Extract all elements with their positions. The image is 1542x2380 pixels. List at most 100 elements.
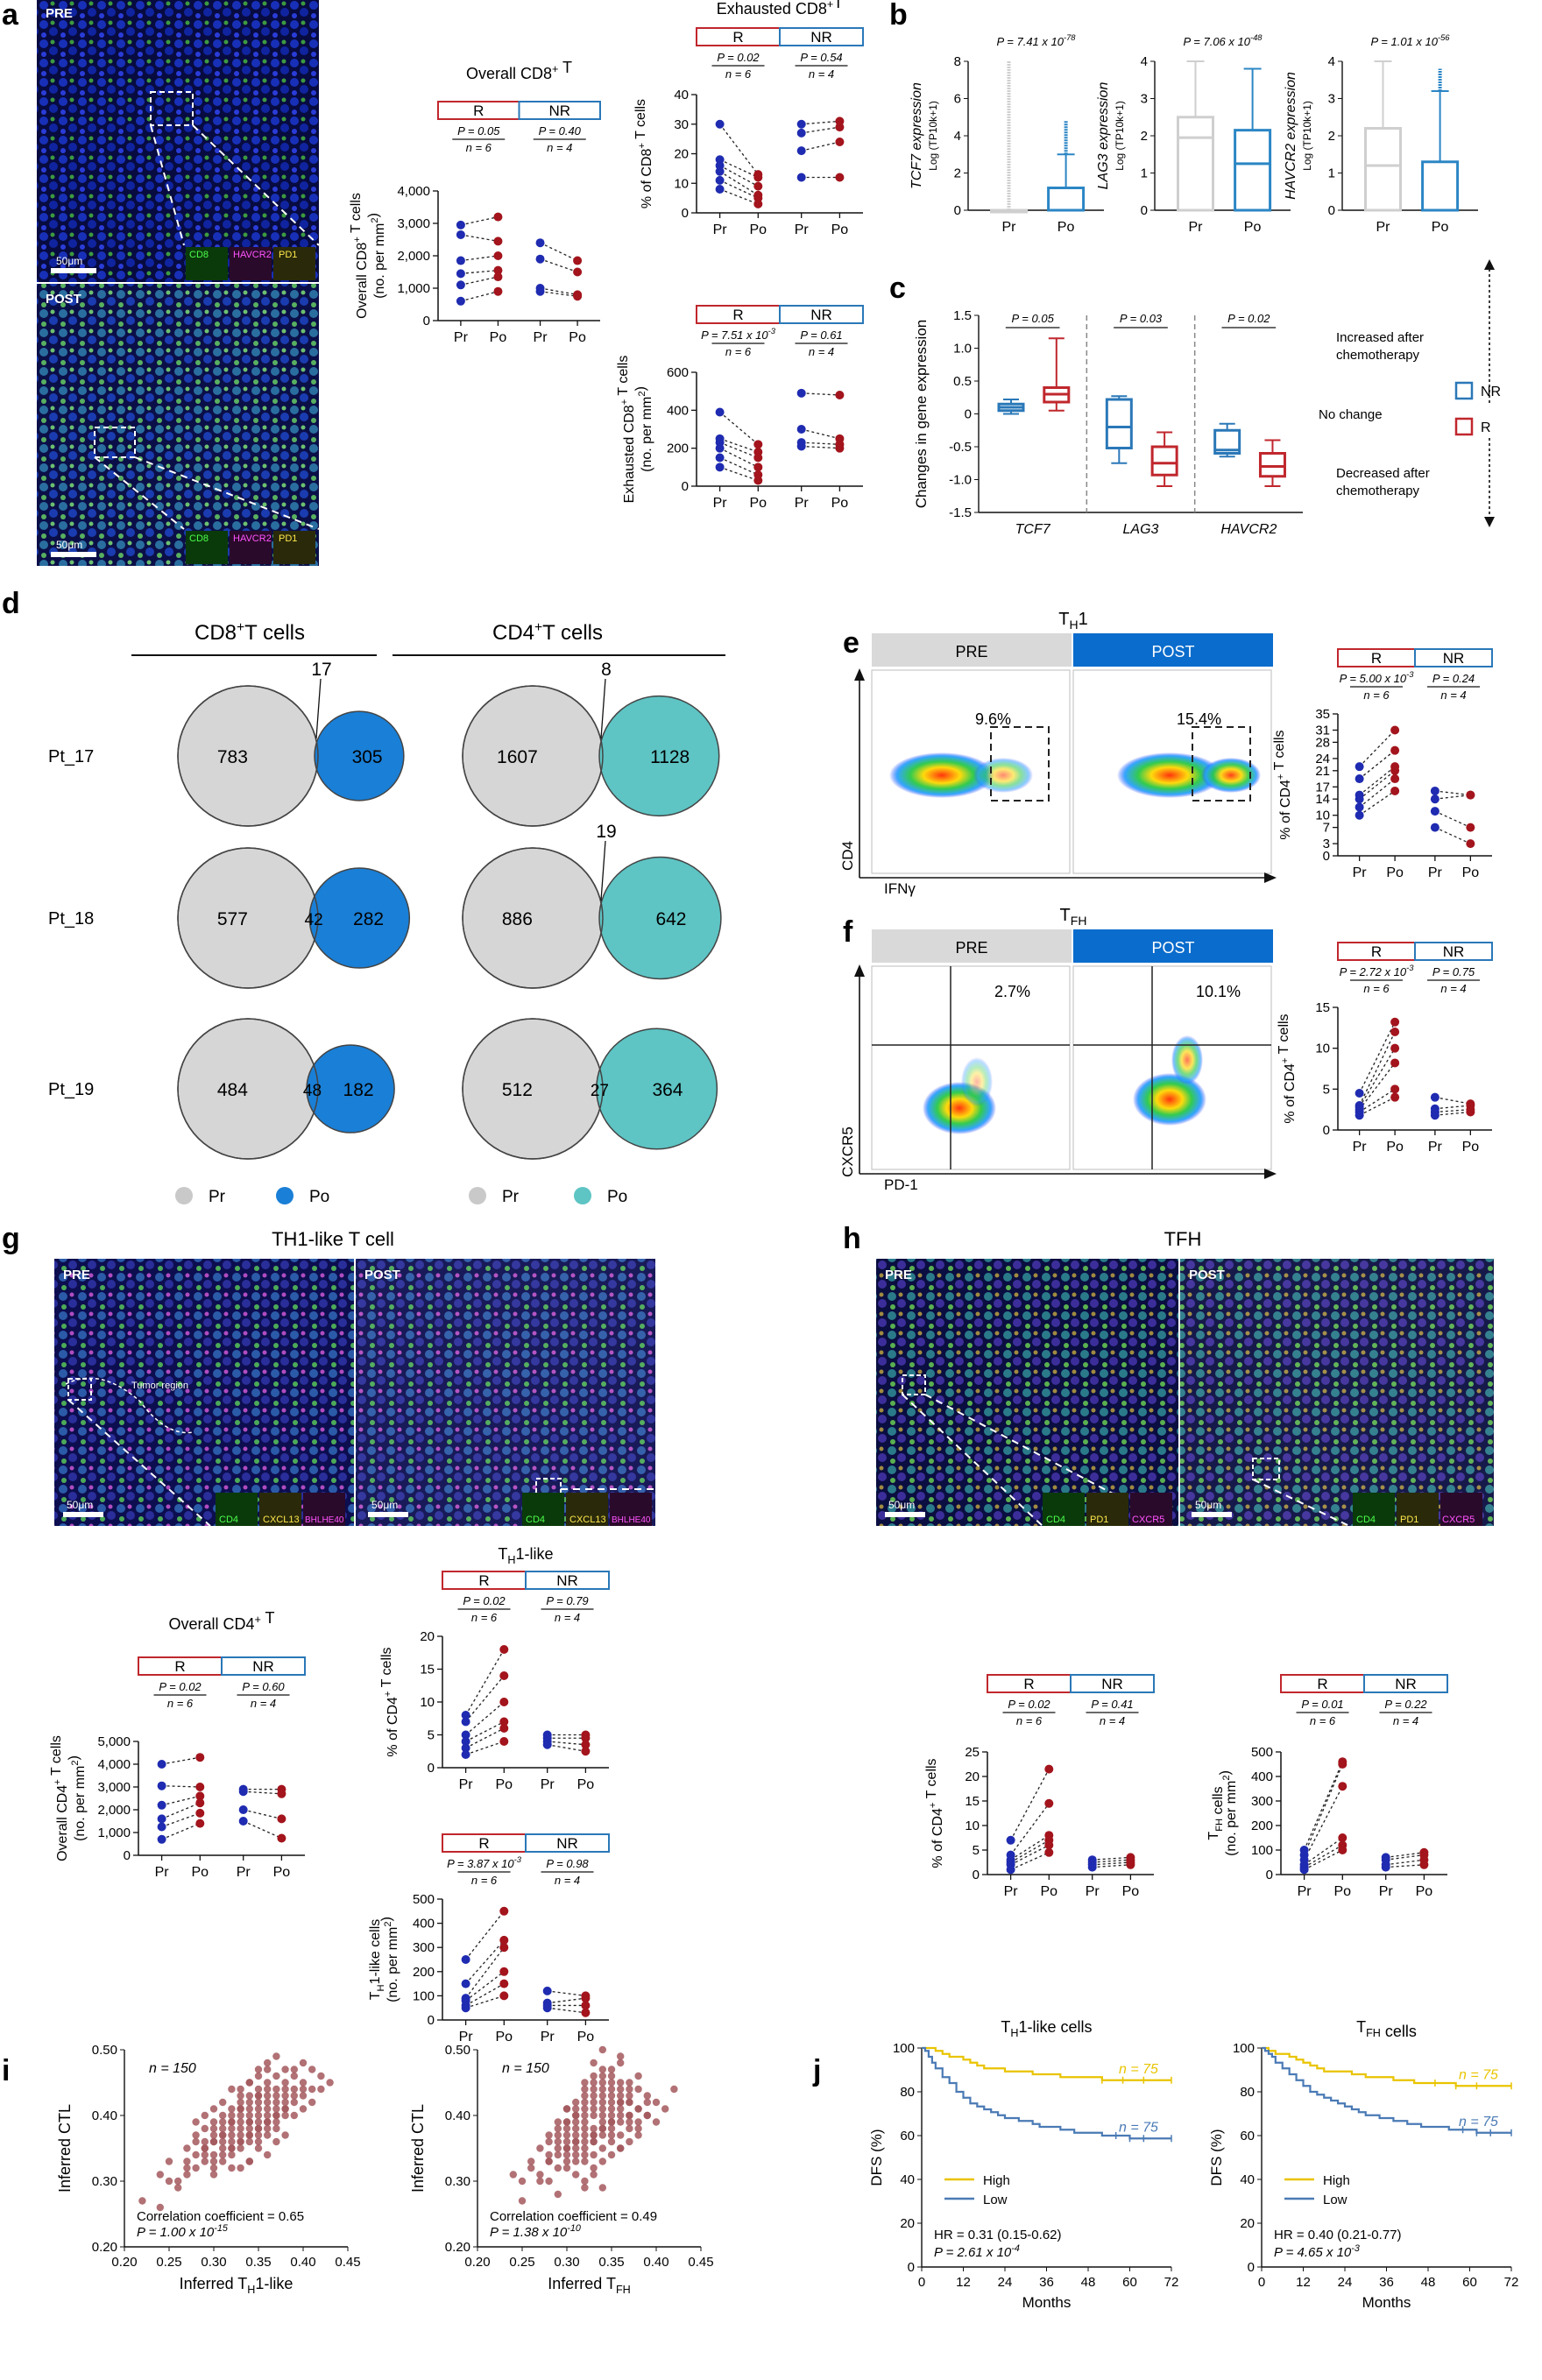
i-point bbox=[228, 2105, 236, 2113]
i-point bbox=[228, 2144, 236, 2152]
i-point bbox=[554, 2124, 562, 2133]
i-point bbox=[607, 2150, 616, 2159]
micrograph-g: TH1-like T cell PRE POST Tumor region CD… bbox=[54, 1228, 655, 1527]
micro-g-pre: PRE bbox=[63, 1268, 90, 1282]
y-tick-label: 7 bbox=[1323, 821, 1330, 836]
dot-pr bbox=[715, 443, 725, 453]
j-p-value: P = 2.61 x 10-4 bbox=[934, 2243, 1020, 2260]
y-tick-label: 0 bbox=[124, 1848, 131, 1863]
i-point bbox=[192, 2118, 200, 2126]
group-box-nr bbox=[221, 1656, 306, 1676]
x-tick-label: Po bbox=[1386, 1140, 1404, 1155]
dot-po bbox=[499, 1717, 509, 1727]
i-point bbox=[562, 2105, 571, 2113]
pair-line bbox=[1010, 1840, 1050, 1863]
i-point bbox=[572, 2098, 580, 2107]
x-tick-label: Pr bbox=[1379, 1884, 1394, 1899]
i-point bbox=[272, 2111, 280, 2120]
i-point bbox=[308, 2066, 316, 2073]
flow-x-arrow-head bbox=[1264, 1169, 1277, 1179]
stat-p-0: P = 0.02 bbox=[159, 1680, 202, 1693]
i-point bbox=[572, 2118, 580, 2126]
dot-po bbox=[581, 1747, 591, 1756]
j-x-tick-label: 60 bbox=[1462, 2275, 1477, 2290]
pair-line bbox=[1010, 1844, 1050, 1866]
i-point bbox=[590, 2137, 598, 2146]
y-tick-label: 0 bbox=[973, 1868, 980, 1882]
group-label-r: R bbox=[478, 1572, 489, 1589]
dot-po bbox=[581, 1740, 591, 1749]
dot-po bbox=[753, 173, 763, 182]
pair-line bbox=[161, 1802, 201, 1819]
i-point bbox=[554, 2164, 562, 2172]
y-axis-label: (no. per mm2) bbox=[379, 1917, 400, 2002]
j-y-tick-label: 80 bbox=[900, 2085, 915, 2100]
group-label-r: R bbox=[1371, 943, 1382, 960]
i-point bbox=[183, 2158, 191, 2165]
group-box-nr bbox=[1070, 1674, 1155, 1693]
dot-po bbox=[499, 1698, 509, 1706]
b-x-label: Po bbox=[1244, 220, 1262, 235]
i-point bbox=[617, 2144, 625, 2152]
y-tick-label: 2,000 bbox=[97, 1803, 131, 1818]
c-box bbox=[1258, 452, 1286, 478]
i-point bbox=[590, 2171, 598, 2179]
pair-line bbox=[801, 120, 840, 125]
pair-line bbox=[243, 1790, 282, 1795]
i-point bbox=[634, 2118, 642, 2126]
x-tick-label: Po bbox=[1386, 865, 1404, 880]
i-y-tick-label: 0.20 bbox=[445, 2240, 470, 2255]
flow-y-label: CD4 bbox=[839, 841, 856, 871]
i-point bbox=[183, 2144, 191, 2152]
i-point bbox=[201, 2158, 209, 2165]
y-tick-label: 0 bbox=[428, 2013, 435, 2028]
i-point bbox=[607, 2124, 616, 2133]
i-point bbox=[617, 2092, 625, 2100]
i-point bbox=[183, 2171, 191, 2179]
dot-po bbox=[277, 1789, 286, 1798]
x-tick-label: Po bbox=[496, 2030, 513, 2045]
pair-line bbox=[460, 291, 499, 302]
j-x-tick-label: 48 bbox=[1081, 2275, 1096, 2290]
i-point bbox=[299, 2085, 308, 2094]
i-point bbox=[264, 2118, 272, 2126]
group-box-nr bbox=[1363, 1674, 1448, 1693]
d-legend-swatch bbox=[469, 1187, 486, 1204]
stat-p-1: P = 0.79 bbox=[546, 1594, 588, 1607]
y-tick-label: 40 bbox=[674, 88, 689, 102]
pair-line bbox=[1434, 810, 1471, 829]
i-point bbox=[308, 2085, 316, 2094]
pair-line bbox=[1385, 1864, 1425, 1868]
chart-title: Overall CD8+ T bbox=[466, 59, 572, 82]
i-point bbox=[272, 2105, 280, 2113]
b-y-tick-label: 8 bbox=[954, 54, 961, 69]
micro-g-post: POST bbox=[364, 1268, 400, 1282]
j-y-tick-label: 100 bbox=[893, 2041, 915, 2056]
dot-po bbox=[835, 173, 845, 182]
y-tick-label: 17 bbox=[1315, 780, 1330, 795]
i-point bbox=[598, 2072, 606, 2080]
pair-line bbox=[1304, 1844, 1343, 1868]
i-point bbox=[598, 2184, 606, 2192]
flow-y-arrow-head bbox=[854, 964, 865, 977]
i-point bbox=[281, 2066, 289, 2073]
x-tick-label: Po bbox=[1122, 1884, 1140, 1899]
dot-po bbox=[573, 292, 583, 301]
pair-line bbox=[719, 438, 759, 453]
j-y-tick-label: 80 bbox=[1240, 2085, 1255, 2100]
venn-pr-outline bbox=[177, 685, 319, 827]
x-tick-label: Pr bbox=[155, 1865, 170, 1880]
flow-gate bbox=[990, 726, 1050, 802]
pair-line bbox=[161, 1756, 201, 1765]
i-point bbox=[554, 2131, 562, 2139]
dot-po bbox=[499, 1943, 509, 1953]
y-tick-label: 20 bbox=[965, 1769, 980, 1784]
inset-h2-ch1: CD4 bbox=[1356, 1515, 1376, 1525]
j-y-tick-label: 60 bbox=[1240, 2129, 1255, 2143]
i-point bbox=[219, 2118, 227, 2126]
dot-pr bbox=[456, 256, 465, 265]
dot-pr bbox=[715, 166, 725, 176]
i-point bbox=[562, 2158, 571, 2165]
